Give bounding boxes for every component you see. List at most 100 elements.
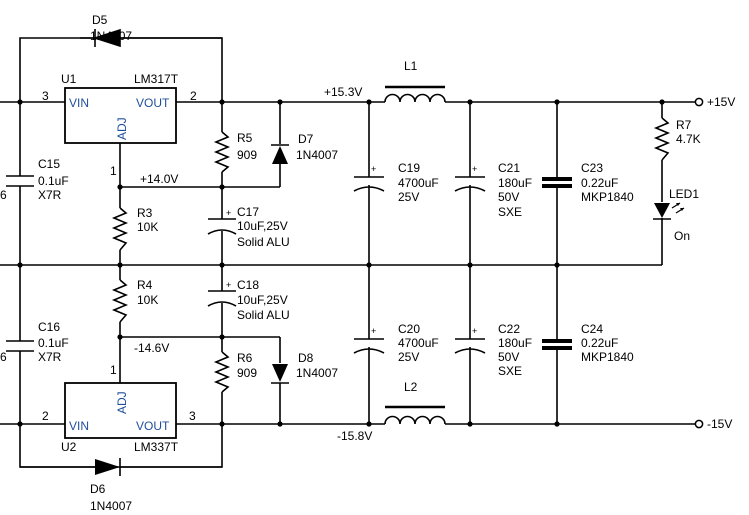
capacitor-c22: + C22 180uF 50V SXE xyxy=(454,322,532,378)
c21-ref: C21 xyxy=(498,161,520,175)
c19-value: 4700uF xyxy=(398,176,439,190)
u2-pin-in: 2 xyxy=(42,409,49,423)
c20-value: 4700uF xyxy=(398,336,439,350)
d7-part: 1N4007 xyxy=(296,148,338,162)
c20-rating: 25V xyxy=(398,350,419,364)
c23-ref: C23 xyxy=(581,161,603,175)
net-neg-rail: -15.8V xyxy=(337,429,372,443)
c15-ref: C15 xyxy=(38,157,60,171)
c17-value: 10uF,25V xyxy=(237,219,288,233)
net-labels: +14.0V -14.6V +15.3V -15.8V xyxy=(134,85,372,443)
output-terminal-neg: -15V xyxy=(694,417,732,431)
u2-vout-label: VOUT xyxy=(136,419,170,433)
d6-ref: D6 xyxy=(90,482,106,496)
u2-body xyxy=(64,382,177,439)
r6-value: 909 xyxy=(237,366,257,380)
c18-type: Solid ALU xyxy=(237,308,290,322)
regulator-u2: U2 LM337T VIN VOUT ADJ 2 3 1 xyxy=(42,363,196,454)
led1-state: On xyxy=(674,229,690,243)
inductor-l1: L1 xyxy=(384,59,446,103)
capacitor-c17: + C17 10uF,25V Solid ALU xyxy=(207,205,290,249)
u2-ref: U2 xyxy=(61,440,77,454)
c15-value: 0.1uF xyxy=(38,174,69,188)
u2-vin-label: VIN xyxy=(69,419,89,433)
diode-d7: D7 1N4007 xyxy=(271,132,338,164)
c23-value: 0.22uF xyxy=(581,176,618,190)
c18-value: 10uF,25V xyxy=(237,293,288,307)
capacitor-c15: C15 0.1uF X7R 6 xyxy=(0,157,69,202)
c15-edge-text: 6 xyxy=(0,188,7,202)
r7-ref: R7 xyxy=(676,118,692,132)
net-neg-adj: -14.6V xyxy=(134,341,169,355)
r3-value: 10K xyxy=(137,220,158,234)
capacitor-c23: C23 0.22uF MKP1840 xyxy=(542,161,634,204)
d7-ref: D7 xyxy=(298,132,314,146)
d8-part: 1N4007 xyxy=(296,366,338,380)
c21-type: SXE xyxy=(498,205,522,219)
c22-type: SXE xyxy=(498,364,522,378)
c19-plus: + xyxy=(371,164,376,174)
c19-rating: 25V xyxy=(398,190,419,204)
resistor-r7: R7 4.7K xyxy=(653,117,701,161)
u1-ref: U1 xyxy=(61,72,77,86)
d6-part: 1N4007 xyxy=(90,499,132,513)
l1-ref: L1 xyxy=(404,59,418,73)
c19-ref: C19 xyxy=(398,161,420,175)
u1-pin-adj: 1 xyxy=(110,164,117,178)
out-pos-label: +15V xyxy=(707,95,735,109)
r4-ref: R4 xyxy=(137,278,153,292)
diode-d5: D5 1N4007 xyxy=(90,13,132,48)
u2-adj-label: ADJ xyxy=(115,391,129,414)
u1-vout-label: VOUT xyxy=(136,96,170,110)
capacitor-c24: C24 0.22uF MKP1840 xyxy=(542,322,634,364)
u1-pin-in: 3 xyxy=(42,89,49,103)
resistor-r4: R4 10K xyxy=(111,278,158,323)
c17-type: Solid ALU xyxy=(237,235,290,249)
c23-type: MKP1840 xyxy=(581,190,634,204)
u1-vin-label: VIN xyxy=(69,96,89,110)
capacitor-c20: + C20 4700uF 25V xyxy=(353,322,439,364)
u1-body xyxy=(64,87,177,144)
c20-plus: + xyxy=(371,326,376,336)
c16-ref: C16 xyxy=(38,320,60,334)
led1-ref: LED1 xyxy=(669,187,699,201)
u1-adj-label: ADJ xyxy=(115,117,129,140)
d5-ref: D5 xyxy=(92,13,108,27)
capacitor-c21: + C21 180uF 50V SXE xyxy=(454,161,532,219)
c16-edge-text: 6 xyxy=(0,350,7,364)
c15-type: X7R xyxy=(38,188,62,202)
out-neg-label: -15V xyxy=(707,417,732,431)
led-led1: LED1 On xyxy=(653,187,699,243)
r7-value: 4.7K xyxy=(676,132,701,146)
c22-value: 180uF xyxy=(498,336,532,350)
net-pos-rail: +15.3V xyxy=(324,85,362,99)
c22-plus: + xyxy=(472,326,477,336)
regulator-u1: U1 LM317T VIN VOUT ADJ 3 2 1 xyxy=(42,72,197,178)
c17-plus: + xyxy=(226,208,231,218)
c21-plus: + xyxy=(472,164,477,174)
r5-ref: R5 xyxy=(237,131,253,145)
c18-ref: C18 xyxy=(237,278,259,292)
c22-rating: 50V xyxy=(498,350,519,364)
inductor-l2: L2 xyxy=(384,380,446,425)
u1-pin-out: 2 xyxy=(190,89,197,103)
c17-ref: C17 xyxy=(237,205,259,219)
resistor-r3: R3 10K xyxy=(111,206,158,251)
output-terminal-pos: +15V xyxy=(694,95,735,109)
resistor-r5: R5 909 xyxy=(213,131,257,173)
c16-value: 0.1uF xyxy=(38,336,69,350)
r6-ref: R6 xyxy=(237,351,253,365)
r5-value: 909 xyxy=(237,148,257,162)
c21-rating: 50V xyxy=(498,190,519,204)
u1-part: LM317T xyxy=(134,72,179,86)
capacitor-c16: C16 0.1uF X7R 6 xyxy=(0,320,69,364)
net-pos-adj: +14.0V xyxy=(140,172,178,186)
r4-value: 10K xyxy=(137,293,158,307)
terminal-neg-ring xyxy=(694,419,704,429)
c21-value: 180uF xyxy=(498,176,532,190)
d5-part: 1N4007 xyxy=(90,29,132,43)
c24-type: MKP1840 xyxy=(581,350,634,364)
u2-pin-out: 3 xyxy=(189,409,196,423)
resistor-r6: R6 909 xyxy=(213,351,257,393)
